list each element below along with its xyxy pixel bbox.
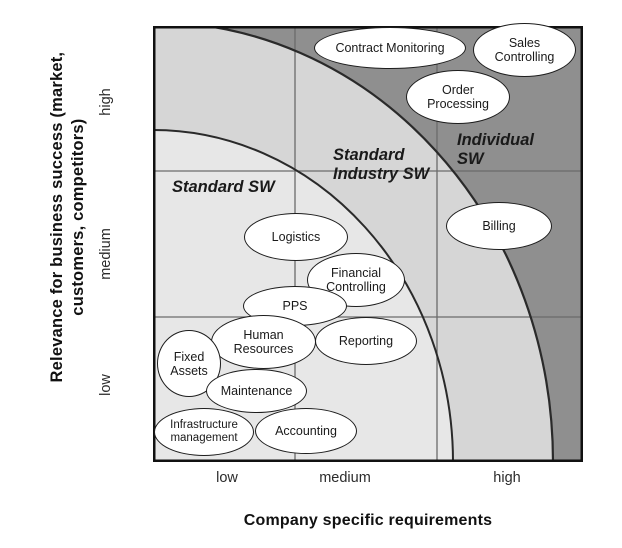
y-axis-title: Relevance for business success (market, …	[47, 51, 87, 383]
x-tick-medium: medium	[319, 470, 371, 486]
bubble-reporting[interactable]: Reporting	[315, 317, 417, 365]
bubble-logistics[interactable]: Logistics	[244, 213, 348, 261]
x-tick-low: low	[216, 470, 238, 486]
bubble-billing[interactable]: Billing	[446, 202, 552, 250]
bubble-infrastructure-management[interactable]: Infrastructure management	[154, 408, 254, 456]
bubble-maintenance[interactable]: Maintenance	[206, 369, 307, 413]
y-tick-high: high	[98, 88, 114, 116]
bubble-pps[interactable]: PPS	[243, 286, 347, 326]
bubble-sales-controlling[interactable]: Sales Controlling	[473, 23, 576, 77]
region-label-individual-sw: Individual SW	[457, 131, 535, 168]
bubble-human-resources[interactable]: Human Resources	[211, 315, 316, 369]
region-label-standard-sw: Standard SW	[172, 178, 275, 196]
y-tick-low: low	[98, 374, 114, 396]
x-tick-high: high	[493, 470, 521, 486]
x-axis-title: Company specific requirements	[243, 512, 493, 529]
bubble-financial-controlling[interactable]: Financial Controlling	[307, 253, 405, 307]
region-label-standard-industry-sw: Standard Industry SW	[333, 146, 430, 183]
bubble-contract-monitoring[interactable]: Contract Monitoring	[314, 27, 466, 69]
bubble-accounting[interactable]: Accounting	[255, 408, 357, 454]
y-tick-medium: medium	[98, 228, 114, 280]
bubble-order-processing[interactable]: Order Processing	[406, 70, 510, 124]
